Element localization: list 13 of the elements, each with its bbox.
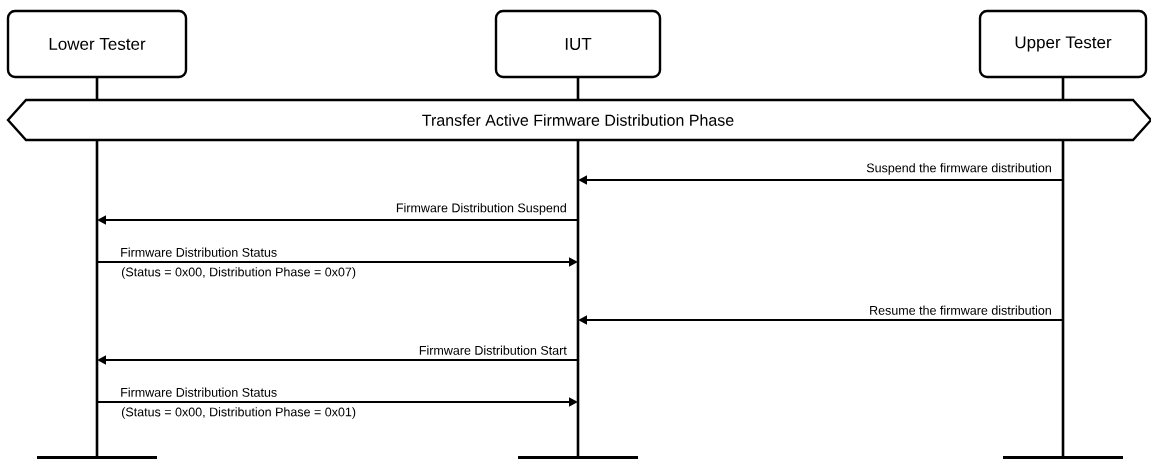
message-label: Firmware Distribution Start [419, 345, 567, 355]
message-label: Firmware Distribution Status [121, 387, 277, 397]
message-parameters: (Status = 0x00, Distribution Phase = 0x01) [122, 407, 356, 419]
message-label: Resume the firmware distribution [870, 305, 1051, 315]
participant-box: IUT [494, 9, 662, 79]
message-label: Firmware Distribution Status [121, 247, 277, 257]
participant-box: Upper Tester [978, 9, 1148, 79]
node-label: Transfer Active Firmware Distribution Phase [422, 114, 734, 126]
message-parameters: (Status = 0x00, Distribution Phase = 0x07) [122, 267, 356, 279]
participant-box: Lower Tester [6, 9, 188, 79]
message-label: Firmware Distribution Suspend [396, 203, 566, 215]
message-label: Suspend the firmware distribution [866, 163, 1051, 175]
phase-band: Transfer Active Firmware Distribution Phase [6, 98, 1151, 142]
